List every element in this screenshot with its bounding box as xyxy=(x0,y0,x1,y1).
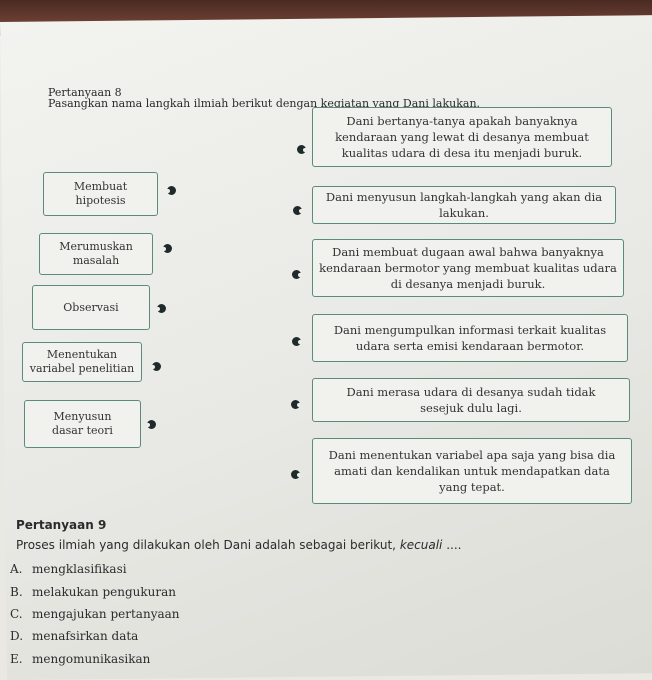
option-b[interactable]: B. melakukan pengukuran xyxy=(10,585,176,599)
question-9-text: Proses ilmiah yang dilakukan oleh Dani a… xyxy=(16,538,461,552)
right-item-label: Dani menentukan variabel apa saja yang b… xyxy=(328,448,616,494)
right-item-label: Dani merasa udara di desanya sudah tidak… xyxy=(346,385,596,415)
option-letter: C. xyxy=(10,607,23,621)
left-item-menentukan-variabel[interactable]: Menentukan variabel penelitian xyxy=(22,342,142,382)
match-handle-icon[interactable] xyxy=(291,400,300,409)
option-e[interactable]: E. mengomunikasikan xyxy=(10,652,150,666)
left-item-label: Membuat hipotesis xyxy=(73,180,128,207)
left-item-observasi[interactable]: Observasi xyxy=(32,285,150,330)
left-item-label: Merumuskan masalah xyxy=(59,240,133,267)
right-item-label: Dani mengumpulkan informasi terkait kual… xyxy=(333,323,607,353)
match-handle-icon[interactable] xyxy=(297,145,306,154)
right-item-6[interactable]: Dani menentukan variabel apa saja yang b… xyxy=(312,438,632,504)
right-item-3[interactable]: Dani membuat dugaan awal bahwa banyaknya… xyxy=(312,239,624,297)
match-handle-icon[interactable] xyxy=(291,470,300,479)
right-item-label: Dani menyusun langkah-langkah yang akan … xyxy=(325,190,603,220)
right-item-1[interactable]: Dani bertanya-tanya apakah banyaknya ken… xyxy=(312,107,612,167)
option-text: menafsirkan data xyxy=(32,629,139,643)
right-item-2[interactable]: Dani menyusun langkah-langkah yang akan … xyxy=(312,186,616,224)
option-text: mengomunikasikan xyxy=(32,652,151,666)
question-9-title: Pertanyaan 9 xyxy=(16,518,107,532)
match-handle-icon[interactable] xyxy=(293,206,302,215)
option-text: mengklasifikasi xyxy=(32,562,127,576)
right-item-5[interactable]: Dani merasa udara di desanya sudah tidak… xyxy=(312,378,630,422)
option-d[interactable]: D. menafsirkan data xyxy=(10,629,138,643)
match-handle-icon[interactable] xyxy=(292,270,301,279)
match-handle-icon[interactable] xyxy=(147,420,156,429)
right-item-label: Dani bertanya-tanya apakah banyaknya ken… xyxy=(335,114,589,160)
question-8-instruction: Pasangkan nama langkah ilmiah berikut de… xyxy=(48,97,481,110)
left-item-label: Menyusun dasar teori xyxy=(52,410,113,437)
option-text: mengajukan pertanyaan xyxy=(32,607,180,621)
question-9-emphasis: kecuali xyxy=(399,538,443,552)
option-letter: B. xyxy=(10,585,23,599)
option-letter: E. xyxy=(10,652,23,666)
left-item-label: Observasi xyxy=(63,300,119,314)
match-handle-icon[interactable] xyxy=(152,362,161,371)
left-item-menyusun-dasar-teori[interactable]: Menyusun dasar teori xyxy=(24,400,141,448)
match-handle-icon[interactable] xyxy=(167,186,176,195)
right-item-label: Dani membuat dugaan awal bahwa banyaknya… xyxy=(319,245,617,291)
option-letter: D. xyxy=(10,629,24,643)
option-c[interactable]: C. mengajukan pertanyaan xyxy=(10,607,180,621)
left-item-label: Menentukan variabel penelitian xyxy=(29,348,135,375)
match-handle-icon[interactable] xyxy=(163,244,172,253)
question-8-title: Pertanyaan 8 xyxy=(48,86,122,99)
match-handle-icon[interactable] xyxy=(157,304,166,313)
option-text: melakukan pengukuran xyxy=(32,585,176,599)
left-item-merumuskan-masalah[interactable]: Merumuskan masalah xyxy=(39,233,153,275)
option-letter: A. xyxy=(10,562,23,576)
right-item-4[interactable]: Dani mengumpulkan informasi terkait kual… xyxy=(312,314,628,362)
question-9-stem: Proses ilmiah yang dilakukan oleh Dani a… xyxy=(16,538,396,552)
option-a[interactable]: A. mengklasifikasi xyxy=(10,562,127,576)
left-item-membuat-hipotesis[interactable]: Membuat hipotesis xyxy=(43,172,158,216)
match-handle-icon[interactable] xyxy=(292,337,301,346)
question-9-tail: .... xyxy=(442,538,462,552)
